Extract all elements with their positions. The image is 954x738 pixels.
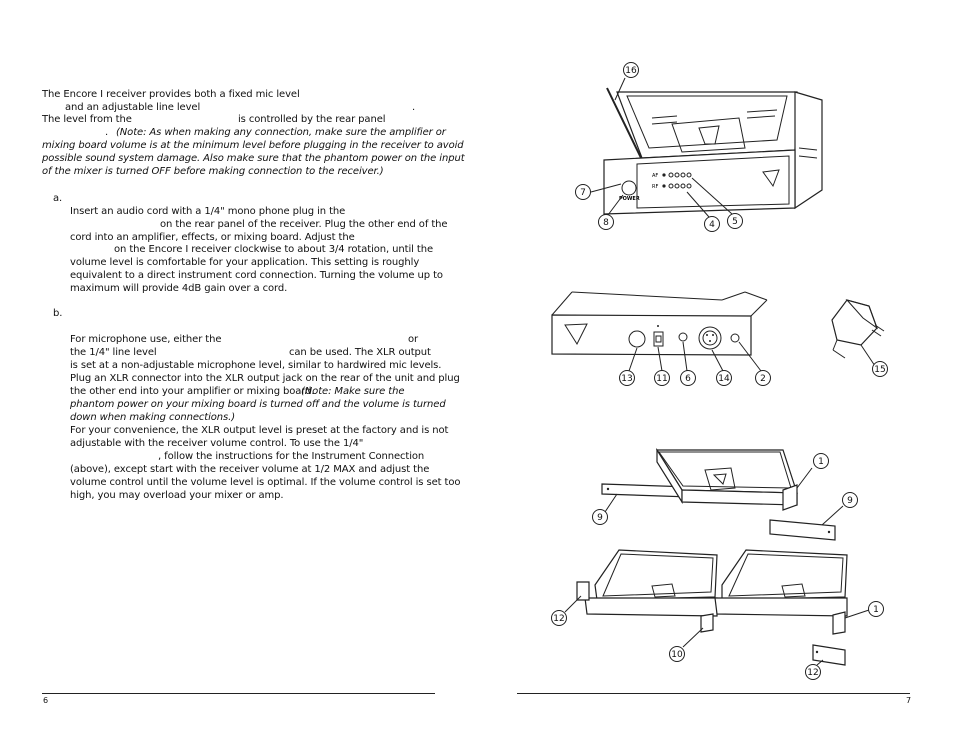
section-b-line: volume control until the volume level is…: [70, 477, 461, 488]
power-label: POWER: [619, 196, 640, 202]
section-b-line: can be used. The XLR output: [289, 347, 431, 358]
section-a-line: Insert an audio cord with a 1/4" mono ph…: [70, 206, 346, 217]
callout-14: 14: [718, 374, 730, 384]
section-a-line: on the Encore I receiver clockwise to ab…: [114, 244, 433, 255]
af-label: AF: [652, 173, 658, 179]
left-page: The Encore I receiver provides both a fi…: [42, 89, 465, 705]
callout-9: 9: [597, 513, 603, 523]
section-b-line: the other end into your amplifier or mix…: [70, 386, 315, 397]
intro-note: mixing board volume is at the minimum le…: [42, 140, 464, 151]
section-b-line: adjustable with the receiver volume cont…: [70, 438, 364, 449]
section-b-line: (above), except start with the receiver …: [70, 464, 430, 475]
callout-12: 12: [807, 668, 818, 678]
callout-11: 11: [656, 374, 667, 384]
page-number: 7: [906, 696, 912, 705]
intro-line: .: [412, 102, 416, 113]
intro-note: possible sound system damage. Also make …: [42, 153, 465, 164]
section-b-line: high, you may overload your mixer or amp…: [70, 490, 284, 501]
intro-line: is controlled by the rear panel: [238, 114, 386, 125]
section-b-line: or: [408, 334, 419, 345]
section-b-note: phantom power on your mixing board is tu…: [70, 399, 446, 410]
footer-rule: [42, 693, 435, 694]
right-page: POWER AF RF: [477, 0, 954, 738]
intro-line: .: [105, 127, 109, 138]
section-b-line: , follow the instructions for the Instru…: [158, 451, 425, 462]
callout-1: 1: [818, 457, 824, 467]
callout-5: 5: [732, 217, 738, 227]
intro-line: and an adjustable line level: [65, 102, 201, 113]
callout-6: 6: [685, 374, 691, 384]
section-b-note: down when making connections.): [70, 412, 236, 423]
rf-label: RF: [652, 184, 658, 190]
intro-note: (Note: As when making any connection, ma…: [116, 127, 446, 138]
section-a-marker: a.: [53, 193, 63, 204]
section-a-line: equivalent to a direct instrument cord c…: [70, 270, 443, 281]
section-a-line: volume level is comfortable for your app…: [70, 257, 420, 268]
callout-2: 2: [760, 374, 766, 384]
section-b-line: the 1/4" line level: [70, 347, 157, 358]
callout-8: 8: [603, 218, 609, 228]
rack-mount-dual-illustration: [564, 549, 870, 666]
intro-line: The level from the: [42, 114, 132, 125]
illustrations: POWER AF RF: [551, 62, 888, 680]
section-a-line: maximum will provide 4dB gain over a cor…: [70, 283, 288, 294]
intro-note: of the mixer is turned OFF before making…: [42, 166, 384, 177]
callout-12: 12: [553, 614, 564, 624]
callout-group: 16 7 8 4 5 13 11 6 14 2 15 1 9 9 12 10 1…: [551, 62, 888, 680]
section-b-note: (Note: Make sure the: [301, 386, 405, 397]
callout-15: 15: [874, 365, 885, 375]
intro-line: The Encore I receiver provides both a fi…: [42, 89, 300, 100]
section-a-line: on the rear panel of the receiver. Plug …: [160, 219, 448, 230]
section-b-line: For your convenience, the XLR output lev…: [70, 425, 449, 436]
footer-rule: [517, 693, 910, 694]
callout-16: 16: [625, 66, 637, 76]
callout-4: 4: [709, 220, 715, 230]
rack-mount-single-illustration: [601, 447, 844, 541]
section-b-line: Plug an XLR connector into the XLR outpu…: [70, 373, 460, 384]
callout-13: 13: [621, 374, 632, 384]
receiver-front-illustration: POWER AF RF: [590, 77, 823, 218]
section-b-marker: b.: [53, 308, 63, 319]
callout-10: 10: [671, 650, 683, 660]
page-number: 6: [43, 696, 49, 705]
callout-7: 7: [580, 188, 586, 198]
callout-9: 9: [847, 496, 853, 506]
section-b-line: For microphone use, either the: [70, 334, 222, 345]
section-b-line: is set at a non-adjustable microphone le…: [70, 360, 442, 371]
section-a-line: cord into an amplifier, effects, or mixi…: [70, 232, 355, 243]
callout-1: 1: [873, 605, 879, 615]
receiver-rear-illustration: [551, 291, 885, 372]
